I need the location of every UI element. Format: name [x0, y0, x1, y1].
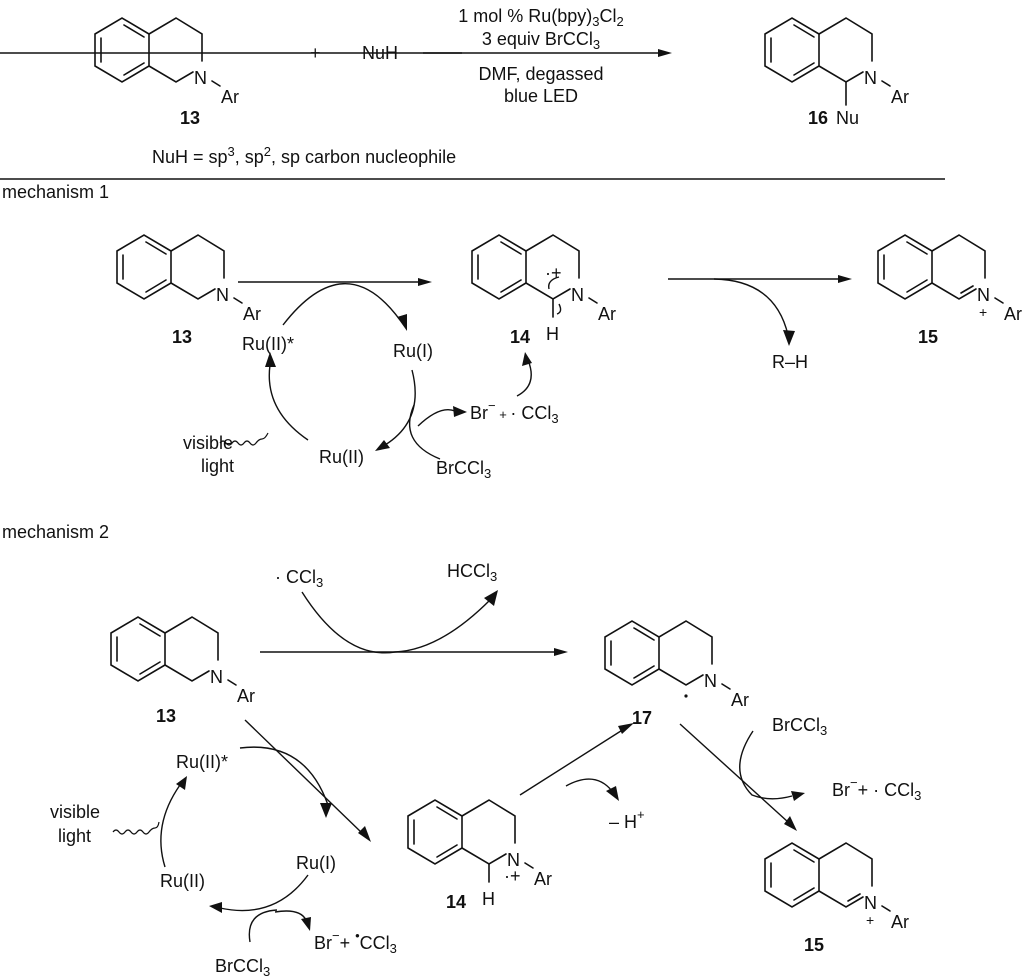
molecule-16: N Ar Nu [764, 17, 909, 128]
oxidation-products: Br−+ · CCl3 [832, 775, 921, 803]
compound-label-15: 15 [918, 327, 938, 347]
arrow-to-bromide [417, 408, 456, 427]
nucleophile-substituent: Nu [836, 108, 859, 128]
condition-reagent: 3 equiv BrCCl3 [482, 29, 600, 52]
chloroform-out: HCCl3 [447, 561, 497, 584]
oxidant-arrow [409, 404, 441, 460]
n-atom: N [864, 893, 877, 913]
byproduct: R–H [772, 352, 808, 372]
light-label-2: light [201, 456, 234, 476]
cycle-arrow-reduced-to-ground [219, 874, 309, 912]
oxidant: BrCCl3 [772, 715, 827, 738]
aryl-group: Ar [731, 690, 749, 710]
n-atom: N [864, 68, 877, 88]
iminium-charge: + [866, 912, 874, 928]
molecule-13-top: N Ar [94, 17, 239, 107]
electron-push-arrow [556, 303, 562, 315]
mechanism-2: mechanism 2 N Ar 13 · CCl3 HCCl3 N Ar 17 [2, 522, 921, 979]
hydrogen-atom: H [546, 324, 559, 344]
arrow-17-to-15 [679, 723, 789, 823]
aryl-group: Ar [243, 304, 261, 324]
molecule-15-m2: N Ar + [764, 842, 909, 932]
radical-cation-charge: ·+ [504, 866, 521, 886]
arrow-13-to-14 [244, 719, 363, 834]
n-atom: N [194, 68, 207, 88]
radical-dot [684, 694, 688, 698]
aryl-group: Ar [598, 304, 616, 324]
oxidant: BrCCl3 [215, 956, 270, 979]
condition-catalyst: 1 mol % Ru(bpy)3Cl2 [458, 6, 624, 29]
compound-label-13: 13 [172, 327, 192, 347]
aryl-group: Ar [891, 87, 909, 107]
overall-reaction: N Ar 13 + NuH 1 mol % Ru(bpy)3Cl2 3 equi… [0, 6, 945, 180]
ru-ground: Ru(II) [160, 871, 205, 891]
nucleophile-note: NuH = sp3, sp2, sp carbon nucleophile [152, 144, 456, 167]
compound-label-14: 14 [510, 327, 530, 347]
oxidant-arrow [248, 909, 278, 943]
molecule-13-m1: N Ar [116, 234, 261, 324]
aryl-group: Ar [221, 87, 239, 107]
compound-label-16: 16 [808, 108, 828, 128]
molecule-14-m2: N Ar ·+ H [407, 799, 552, 909]
cycle-arrow-ground-to-excited [268, 364, 309, 441]
molecule-14-m1: N Ar ·+ H [471, 234, 616, 344]
cycle-arrow-excited-to-reduced [239, 746, 329, 806]
cycle-arrow-excited-to-reduced [282, 283, 401, 326]
aryl-group: Ar [1004, 304, 1022, 324]
ru-reduced: Ru(I) [296, 853, 336, 873]
electron-push-arrow [548, 276, 560, 290]
molecule-15-m1: N Ar + [877, 234, 1022, 324]
catalytic-cycle-1: Ru(II)* Ru(I) Ru(II) visible light BrCCl… [183, 283, 559, 481]
byproduct-arrow [713, 278, 789, 336]
cycle-arrow-reduced-to-ground [384, 369, 416, 446]
reduction-products: Br− + · CCl3 [470, 398, 559, 426]
oxidant: BrCCl3 [436, 458, 491, 481]
aryl-group: Ar [237, 686, 255, 706]
aryl-group: Ar [891, 912, 909, 932]
n-atom: N [216, 285, 229, 305]
n-atom: N [507, 850, 520, 870]
n-atom: N [704, 671, 717, 691]
reduction-products: Br−+ •CCl3 [314, 928, 397, 956]
compound-label-13: 13 [180, 108, 200, 128]
compound-label-17: 17 [632, 708, 652, 728]
n-atom: N [977, 285, 990, 305]
condition-light: blue LED [504, 86, 578, 106]
ru-reduced: Ru(I) [393, 341, 433, 361]
hat-arrow [301, 591, 491, 654]
catalytic-cycle-2: Ru(II)* Ru(I) Ru(II) visible light BrCCl… [50, 746, 397, 979]
light-wavy-line [219, 432, 269, 446]
mechanism-1-title: mechanism 1 [2, 182, 109, 202]
light-label-1: visible [50, 802, 100, 822]
aryl-group: Ar [534, 869, 552, 889]
ccl3-radical-in: · CCl3 [275, 567, 323, 590]
light-label-1: visible [183, 433, 233, 453]
deprotonation: – H+ [609, 807, 645, 832]
hydrogen-atom: H [482, 889, 495, 909]
arrow-to-bromide [274, 910, 307, 921]
ru-excited: Ru(II)* [176, 752, 228, 772]
compound-label-14: 14 [446, 892, 466, 912]
molecule-17: N Ar [604, 620, 749, 710]
cycle-arrow-ground-to-excited [160, 784, 181, 868]
light-wavy-line [112, 821, 160, 835]
ru-excited: Ru(II)* [242, 334, 294, 354]
molecule-13-m2: N Ar [110, 616, 255, 706]
mechanism-1: mechanism 1 N Ar 13 N Ar ·+ H 14 [2, 182, 1022, 481]
deprotonation-arrow [565, 778, 613, 792]
oxidant-arrow [739, 730, 793, 800]
ccl3-to-h-arrow [516, 359, 532, 397]
compound-label-13: 13 [156, 706, 176, 726]
compound-label-15: 15 [804, 935, 824, 955]
condition-solvent: DMF, degassed [478, 64, 603, 84]
arrow-14-to-17 [519, 728, 625, 796]
ru-ground: Ru(II) [319, 447, 364, 467]
iminium-charge: + [979, 304, 987, 320]
mechanism-2-title: mechanism 2 [2, 522, 109, 542]
n-atom: N [210, 667, 223, 687]
light-label-2: light [58, 826, 91, 846]
n-atom: N [571, 285, 584, 305]
